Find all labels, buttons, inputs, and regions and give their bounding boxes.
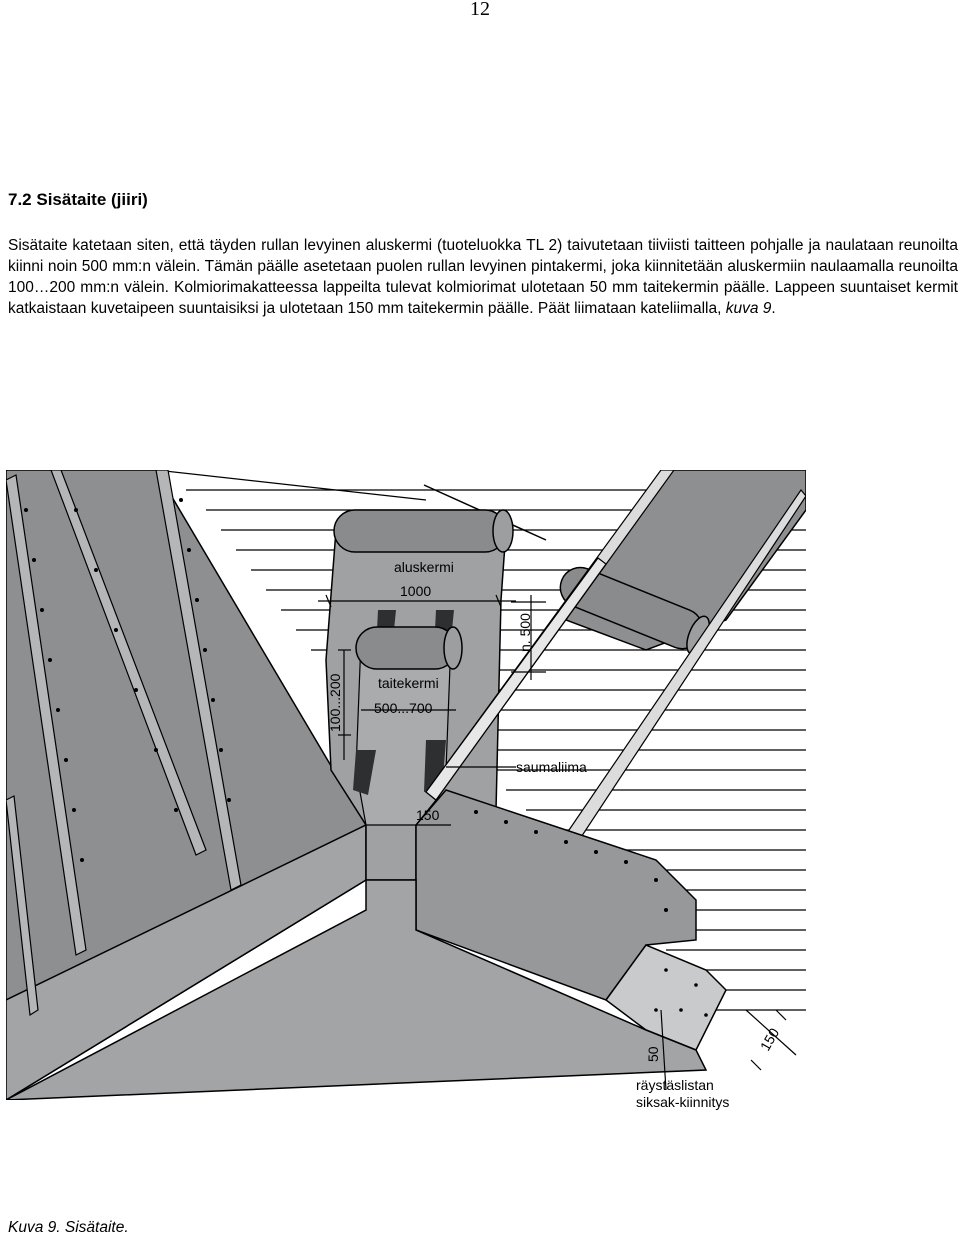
label-taitekermi: taitekermi <box>378 675 439 691</box>
label-saumaliima: saumaliima <box>516 759 587 775</box>
label-n500: n. 500 <box>517 613 533 652</box>
label-50: 50 <box>645 1046 661 1062</box>
valley-roof-figure: aluskermi 1000 n. 500 100...200 taiteker… <box>6 470 806 1110</box>
eave-fascia-right <box>6 879 708 1100</box>
paragraph-end: . <box>771 300 776 317</box>
label-width-1000: 1000 <box>400 583 431 599</box>
body-paragraph: Sisätaite katetaan siten, että täyden ru… <box>8 235 958 319</box>
section-heading: 7.2 Sisätaite (jiiri) <box>8 190 148 209</box>
paragraph-text: Sisätaite katetaan siten, että täyden ru… <box>8 237 958 317</box>
figure-reference: kuva 9 <box>725 300 772 317</box>
label-aluskermi: aluskermi <box>394 559 454 575</box>
left-triangle-battens <box>6 470 242 1017</box>
label-150-center: 150 <box>416 807 440 823</box>
figure-caption: Kuva 9. Sisätaite. <box>8 1219 129 1236</box>
underlay-roll <box>333 509 514 553</box>
label-width-500-700: 500...700 <box>374 700 433 716</box>
flashing-nail-dots <box>654 968 708 1017</box>
label-siksak: siksak-kiinnitys <box>636 1094 730 1110</box>
label-raystaslistan: räystäslistan <box>636 1077 714 1093</box>
dimension-lines <box>318 594 797 1091</box>
right-nail-dots <box>474 810 668 912</box>
valley-sheet-roll <box>355 626 463 670</box>
right-lower-plane <box>415 789 697 1001</box>
left-nail-dots <box>24 498 231 862</box>
valley-roof-drawing: aluskermi 1000 n. 500 100...200 taiteker… <box>6 470 806 1100</box>
inner-batten <box>425 557 607 801</box>
label-100-200: 100...200 <box>327 673 343 732</box>
page-number: 12 <box>470 0 490 20</box>
